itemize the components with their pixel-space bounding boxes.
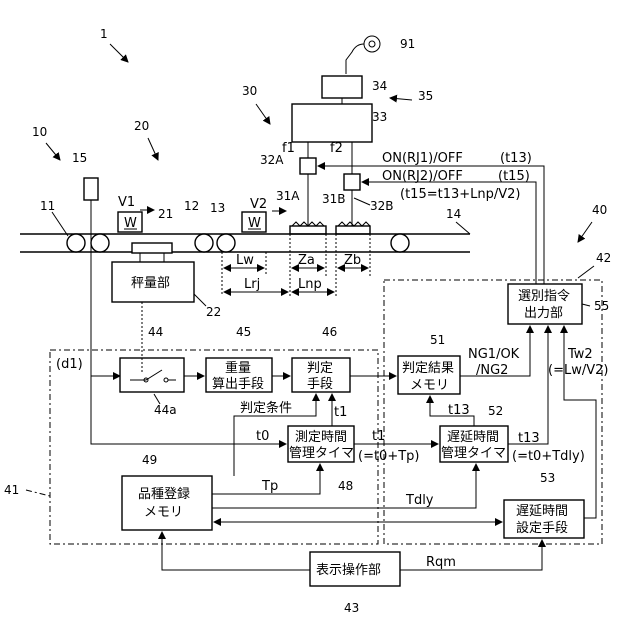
- ref-91: 91: [400, 37, 415, 51]
- lrj-label: Lrj: [244, 277, 260, 292]
- air-source-icon: [364, 36, 380, 52]
- unit-34-box: [322, 76, 362, 98]
- ref-53: 53: [540, 471, 555, 485]
- tw2-eq-label: (=Lw/V2): [548, 363, 608, 378]
- ref-32A: 32A: [260, 153, 284, 167]
- ref-46: 46: [322, 325, 337, 339]
- ref-31B: 31B: [322, 192, 346, 206]
- ref-weigher: 20: [134, 119, 149, 133]
- valve-32A: [300, 158, 316, 174]
- ref-13: 13: [210, 201, 225, 215]
- ref-34: 34: [372, 79, 387, 93]
- t13-mid-label: t13: [448, 403, 470, 418]
- ref-43: 43: [344, 601, 359, 615]
- ref-31A: 31A: [276, 189, 300, 203]
- switch-44-block: [120, 358, 184, 392]
- ref-device: 1: [100, 27, 108, 41]
- lw-label: Lw: [236, 253, 254, 268]
- t13-right-label: t13: [518, 431, 540, 446]
- t1-up-label: t1: [334, 405, 347, 420]
- roller: [391, 234, 409, 252]
- sensor-15: [84, 178, 98, 200]
- on-rj2-label: ON(RJ2)/OFF: [382, 169, 463, 184]
- ref-45: 45: [236, 325, 251, 339]
- ref-35: 35: [418, 89, 433, 103]
- ref-51: 51: [430, 333, 445, 347]
- ref-52b: 52: [488, 404, 503, 418]
- product-mem-block: [122, 476, 212, 530]
- delay-timer-l1: 遅延時間: [447, 430, 499, 445]
- ref-sorter: 30: [242, 84, 257, 98]
- ref-49: 49: [142, 453, 157, 467]
- delay-timer-l2: 管理タイマ: [441, 446, 506, 461]
- ng2-label: /NG2: [476, 363, 508, 378]
- unit-33-box: [292, 104, 372, 142]
- t13-top-label: (t13): [500, 151, 532, 166]
- weight-calc-l2: 算出手段: [212, 377, 264, 392]
- ng1-label: NG1/OK: [468, 347, 520, 362]
- ref-conveyor: 10: [32, 125, 47, 139]
- f2-label: f2: [330, 141, 343, 156]
- nozzle-31A: [290, 226, 326, 234]
- meas-timer-l2: 管理タイマ: [289, 446, 354, 461]
- on-rj1-label: ON(RJ1)/OFF: [382, 151, 463, 166]
- judge-l2: 手段: [307, 377, 333, 392]
- ref-48: 48: [338, 479, 353, 493]
- t13-eq-label: (=t0+Tdly): [512, 449, 585, 464]
- ref-15: 15: [72, 151, 87, 165]
- ref-21: 21: [158, 207, 173, 221]
- select-out-l1: 選別指令: [518, 289, 570, 304]
- v1-label: V1: [118, 195, 135, 210]
- nozzle-31B: [336, 226, 370, 234]
- ref-44: 44: [148, 325, 163, 339]
- d1-label: (d1): [56, 357, 83, 372]
- ref-42: 42: [596, 251, 611, 265]
- delay-set-l1: 遅延時間: [516, 504, 568, 519]
- result-mem-l2: メモリ: [410, 378, 449, 393]
- t1-eq-label: (=t0+Tp): [358, 449, 420, 464]
- ref-32B: 32B: [370, 199, 394, 213]
- ref-22: 22: [206, 305, 221, 319]
- product-mem-l1: 品種登録: [138, 486, 190, 502]
- ref-12: 12: [184, 199, 199, 213]
- roller: [195, 234, 213, 252]
- product-mem-l2: メモリ: [144, 505, 183, 520]
- delay-set-l2: 設定手段: [516, 520, 568, 536]
- t15-label: (t15): [498, 169, 530, 184]
- t15-eq-label: (t15=t13+Lnp/V2): [400, 187, 521, 202]
- roller: [67, 234, 85, 252]
- select-out-l2: 出力部: [524, 306, 563, 321]
- t1-right-label: t1: [372, 429, 385, 444]
- zb-label: Zb: [344, 253, 361, 268]
- judge-l1: 判定: [307, 361, 333, 376]
- judge-cond-label: 判定条件: [240, 400, 292, 416]
- tp-label: Tp: [261, 479, 278, 494]
- ref-14: 14: [446, 207, 461, 221]
- roller: [91, 234, 109, 252]
- ref-33: 33: [372, 110, 387, 124]
- rqm-label: Rqm: [426, 555, 456, 570]
- ref-41: 41: [4, 483, 19, 497]
- weigh-platform: [132, 243, 172, 253]
- valve-32B: [344, 174, 360, 190]
- t0-label: t0: [256, 429, 269, 444]
- za-label: Za: [298, 253, 315, 268]
- result-mem-l1: 判定結果: [402, 361, 454, 376]
- ref-44a: 44a: [154, 403, 177, 417]
- f1-label: f1: [282, 141, 295, 156]
- lnp-label: Lnp: [298, 277, 322, 292]
- ref-11: 11: [40, 199, 55, 213]
- roller: [217, 234, 235, 252]
- tw2-label: Tw2: [567, 347, 593, 362]
- meas-timer-l1: 測定時間: [295, 430, 347, 445]
- ref-controller: 40: [592, 203, 607, 217]
- tdly-label: Tdly: [405, 493, 434, 508]
- display-op-text: 表示操作部: [316, 562, 381, 578]
- weight-calc-l1: 重量: [225, 360, 251, 376]
- weigh-unit-text: 秤量部: [131, 276, 170, 291]
- v2-label: V2: [250, 197, 267, 212]
